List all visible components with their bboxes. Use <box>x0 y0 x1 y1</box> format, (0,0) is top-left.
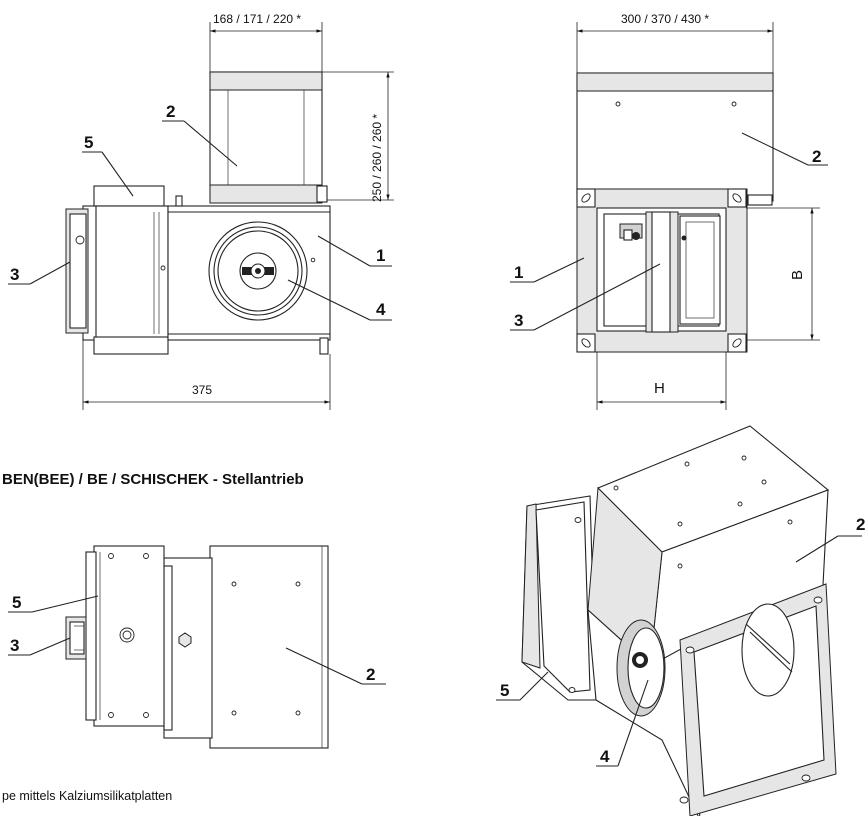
dim-right-width: 300 / 370 / 430 * <box>621 12 709 26</box>
callout-4-front: 4 <box>376 300 386 319</box>
section-heading: BEN(BEE) / BE / SCHISCHEK - Stellantrieb <box>2 471 304 488</box>
callout-1-front: 1 <box>376 246 385 265</box>
callout-3-bottom: 3 <box>10 636 19 655</box>
callout-2-front: 2 <box>166 102 175 121</box>
callout-2-iso: 2 <box>856 515 865 534</box>
callout-2-bottom: 2 <box>366 665 375 684</box>
dim-h: H <box>654 380 665 397</box>
front-view: 168 / 171 / 220 * 250 / 260 / 260 * 375 … <box>8 12 394 410</box>
side-view: 300 / 370 / 430 * B H 2 1 3 <box>510 12 828 410</box>
callout-5-iso: 5 <box>500 681 509 700</box>
callout-1-side: 1 <box>514 263 523 282</box>
bottom-view: 5 3 2 <box>8 545 386 749</box>
callout-3-side: 3 <box>514 311 523 330</box>
footer-caption: pe mittels Kalziumsilikatplatten <box>2 789 172 803</box>
callout-5-front: 5 <box>84 133 93 152</box>
isometric-view: 2 5 4 <box>496 425 865 816</box>
dim-b: B <box>789 270 806 280</box>
callout-4-iso: 4 <box>600 747 610 766</box>
dim-length: 375 <box>192 383 212 397</box>
dim-height: 250 / 260 / 260 * <box>370 114 384 202</box>
callout-2-side: 2 <box>812 147 821 166</box>
dim-top-width: 168 / 171 / 220 * <box>213 12 301 26</box>
callout-5-bottom: 5 <box>12 593 21 612</box>
callout-3-front: 3 <box>10 265 19 284</box>
